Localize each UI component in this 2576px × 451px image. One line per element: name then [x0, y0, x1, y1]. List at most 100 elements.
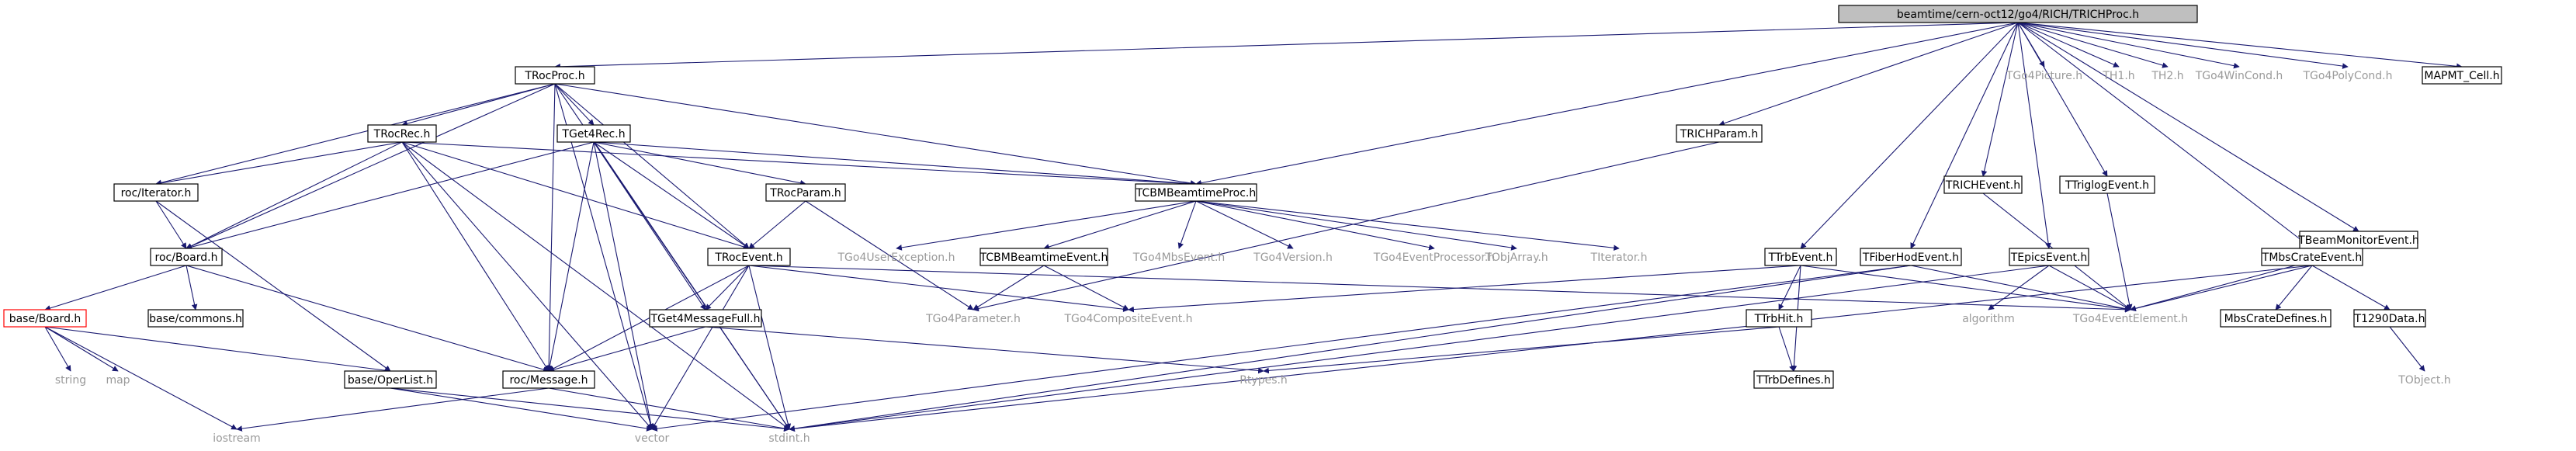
node-label-tget4rec: TGet4Rec.h [561, 128, 625, 141]
node-ttrbdefines[interactable]: TTrbDefines.h [1753, 370, 1834, 389]
edge-trocparam-to-trocevent [748, 200, 806, 249]
node-tbeammon[interactable]: TBeamMonitorEvent.h [2297, 231, 2419, 249]
node-label-mbscratedef: MbsCrateDefines.h [2224, 313, 2328, 325]
node-box-ttriglog [2059, 175, 2155, 194]
edge-tfiberhod-to-vector [651, 265, 1912, 432]
node-tget4msgfull[interactable]: TGet4MessageFull.h [649, 309, 762, 328]
node-baseboard[interactable]: base/Board.h [3, 309, 87, 328]
node-label-tfiberhod: TFiberHodEvent.h [1862, 252, 1959, 264]
node-titerator: TIterator.h [1590, 252, 1648, 264]
edge-trocparam-to-tgo4param [805, 200, 974, 310]
node-tobject: TObject.h [2397, 374, 2450, 387]
edge-root-to-ttrbevent [1800, 22, 2019, 249]
edge-tcbmproc-to-tobjarray [1195, 200, 1517, 251]
edge-root-to-mapmt [2017, 22, 2463, 70]
node-label-rociterator: roc/Iterator.h [121, 187, 192, 199]
edge-tget4rec-to-stdint [593, 141, 790, 430]
node-tcbmproc[interactable]: TCBMBeamtimeProc.h [1135, 183, 1257, 202]
nodes-layer: beamtime/cern-oct12/go4/RICH/TRICHProc.h… [3, 5, 2502, 445]
node-trichevent[interactable]: TRICHEvent.h [1943, 175, 2023, 194]
node-trichparam[interactable]: TRICHParam.h [1676, 124, 1763, 143]
edge-root-to-tgo4picture [2017, 22, 2045, 68]
node-tcbmevent[interactable]: TCBMBeamtimeEvent.h [979, 248, 1108, 266]
edge-baseboard-to-map [44, 326, 119, 372]
node-box-trocparam [765, 183, 846, 202]
node-label-tgo4version: TGo4Version.h [1253, 252, 1333, 264]
edge-tget4rec-to-vector [593, 141, 654, 430]
node-label-rocmessage: roc/Message.h [509, 374, 588, 387]
node-label-iostream: iostream [213, 432, 261, 445]
node-label-ttrbevent: TTrbEvent.h [1768, 252, 1833, 264]
node-iostream: iostream [213, 432, 261, 445]
node-trocparam[interactable]: TRocParam.h [765, 183, 846, 202]
node-trocproc[interactable]: TRocProc.h [515, 66, 595, 85]
edge-trocrec-to-stdint [401, 141, 790, 430]
edge-baseboard-to-string [44, 326, 71, 372]
node-mbscratedef[interactable]: MbsCrateDefines.h [2220, 309, 2332, 328]
node-box-baseoperlist [344, 370, 437, 389]
edge-rocmessage-to-iostream [236, 387, 550, 432]
node-tfiberhod[interactable]: TFiberHodEvent.h [1860, 248, 1962, 266]
node-label-tobjarray: TObjArray.h [1484, 252, 1548, 264]
node-tmbscrate[interactable]: TMbsCrateEvent.h [2261, 248, 2363, 266]
node-trocevent[interactable]: TRocEvent.h [707, 248, 791, 266]
node-ttrbhit[interactable]: TTrbHit.h [1746, 309, 1812, 328]
edge-trocproc-to-rocmessage [546, 83, 556, 372]
node-tgo4param: TGo4Parameter.h [925, 313, 1021, 325]
node-tgo4userexc: TGo4UserException.h [837, 252, 955, 264]
node-rocmessage[interactable]: roc/Message.h [502, 370, 595, 389]
node-vector: vector [635, 432, 670, 445]
node-tget4rec[interactable]: TGet4Rec.h [556, 124, 631, 143]
node-label-tgo4polycond: TGo4PolyCond.h [2303, 70, 2393, 82]
node-mapmt[interactable]: MAPMT_Cell.h [2422, 66, 2502, 85]
node-ttriglog[interactable]: TTriglogEvent.h [2059, 175, 2155, 194]
node-root[interactable]: beamtime/cern-oct12/go4/RICH/TRICHProc.h [1838, 5, 2198, 23]
edge-ttrbhit-to-rtypes [1263, 326, 1780, 374]
edge-tmbscrate-to-mbscratedef [2275, 265, 2313, 310]
edge-root-to-trocproc [554, 22, 2019, 70]
node-tepicsevent[interactable]: TEpicsEvent.h [2009, 248, 2089, 266]
node-box-basecommons [147, 309, 244, 328]
edge-tcbmproc-to-titerator [1195, 200, 1620, 252]
node-box-mapmt [2422, 66, 2502, 85]
node-basecommons[interactable]: base/commons.h [147, 309, 244, 328]
node-box-ttrbevent [1764, 248, 1837, 266]
node-label-tgo4userexc: TGo4UserException.h [837, 252, 955, 264]
edge-trocevent-to-tgo4evelem [748, 265, 2131, 313]
edge-baseboard-to-baseoperlist [44, 326, 391, 373]
node-box-rocmessage [502, 370, 595, 389]
node-rociterator[interactable]: roc/Iterator.h [113, 183, 199, 202]
edge-trocrec-to-tcbmproc [401, 141, 1197, 187]
node-label-tmbscrate: TMbsCrateEvent.h [2262, 252, 2362, 264]
edge-tcbmevent-to-tgo4composite [1043, 265, 1129, 310]
node-t1290[interactable]: T1290Data.h [2353, 309, 2426, 328]
node-baseoperlist[interactable]: base/OperList.h [344, 370, 437, 389]
edge-trocrec-to-vector [401, 141, 653, 430]
node-label-tbeammon: TBeamMonitorEvent.h [2297, 234, 2419, 247]
node-box-tget4rec [556, 124, 631, 143]
node-box-trichparam [1676, 124, 1763, 143]
edge-root-to-tfiberhod [1910, 22, 2019, 249]
edge-root-to-tbeammon [2017, 22, 2359, 232]
node-label-stdint: stdint.h [768, 432, 810, 445]
node-label-ttrbdefines: TTrbDefines.h [1756, 374, 1831, 387]
node-tgo4polycond: TGo4PolyCond.h [2303, 70, 2393, 82]
node-trocrec[interactable]: TRocRec.h [367, 124, 437, 143]
edge-trocrec-to-rociterator [155, 141, 403, 186]
node-box-tcbmevent [979, 248, 1108, 266]
edge-tcbmproc-to-tgo4userexc [896, 200, 1197, 251]
node-rocboard[interactable]: roc/Board.h [150, 248, 223, 266]
node-label-string: string [55, 374, 86, 387]
edge-baseoperlist-to-vector [390, 387, 653, 432]
node-label-trocevent: TRocEvent.h [714, 252, 782, 264]
node-box-tcbmproc [1135, 183, 1257, 202]
node-th2: TH2.h [2151, 70, 2183, 82]
edge-tget4msgfull-to-rocmessage [548, 326, 706, 373]
edge-tmbscrate-to-stdint [789, 265, 2313, 432]
node-tgo4mbs: TGo4MbsEvent.h [1132, 252, 1226, 264]
edge-tget4rec-to-tcbmproc [593, 141, 1197, 187]
node-ttrbevent[interactable]: TTrbEvent.h [1764, 248, 1837, 266]
node-label-trichparam: TRICHParam.h [1680, 128, 1758, 141]
node-tgo4wincond: TGo4WinCond.h [2195, 70, 2283, 82]
